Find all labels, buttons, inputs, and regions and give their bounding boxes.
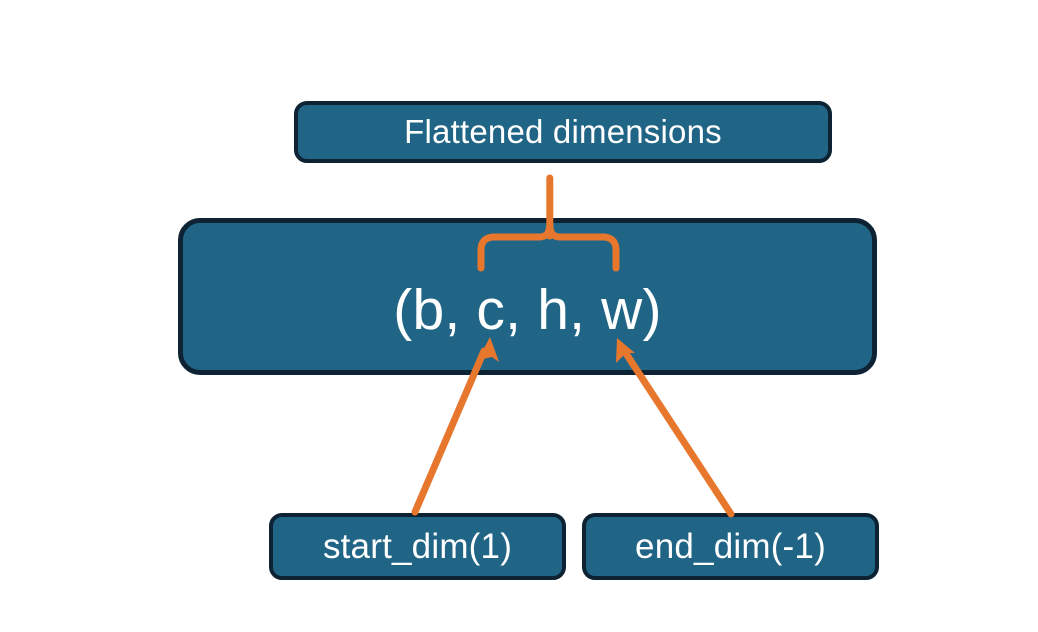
tensor-shape-label: (b, c, h, w) <box>393 277 662 342</box>
flattened-dimensions-box[interactable]: Flattened dimensions <box>294 101 832 163</box>
start-dim-box[interactable]: start_dim(1) <box>269 513 566 580</box>
end-dim-label: end_dim(-1) <box>635 526 826 566</box>
flattened-dimensions-label: Flattened dimensions <box>404 113 722 150</box>
end-dim-box[interactable]: end_dim(-1) <box>582 513 879 580</box>
tensor-shape-box[interactable]: (b, c, h, w) <box>178 218 877 375</box>
start-dim-label: start_dim(1) <box>322 526 513 566</box>
